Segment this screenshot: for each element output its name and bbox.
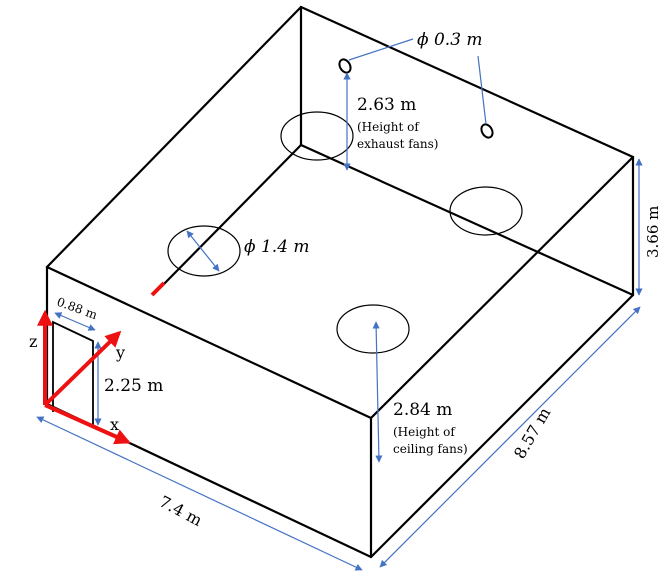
edge-top-front [45,265,373,420]
exhaust-height-note: (Height of [357,120,420,134]
door-width-arrow [54,312,96,331]
fan-diameter-arrow [186,230,220,272]
axis-z-label: z [29,332,37,351]
ceiling-height-label: 2.84 m [393,400,452,420]
exhaust-height-note: exhaust fans) [357,137,438,151]
exhaust-diameter-label: ϕ 0.3 m [417,30,483,50]
ceiling-height-note: ceiling fans) [393,442,468,456]
room-box [45,5,635,559]
fan-diameter-label: ϕ 1.4 m [244,237,310,257]
ceiling-fan [336,304,410,354]
edge-hidden-bottom-left [158,143,303,290]
axis-x-label: x [110,415,119,434]
door-width-label: 0.88 m [55,295,100,323]
ceiling-fan [167,225,241,277]
axis-y-dashed [150,281,166,297]
room-width-label: 7.4 m [156,492,205,530]
ceiling-fans [167,111,523,354]
exhaust-fan [480,123,494,139]
door-height-label: 2.25 m [104,376,163,396]
dimension-lines [36,38,643,571]
edge-top-left [45,5,303,269]
axis-x [44,403,131,445]
labels: ϕ 0.3 m 2.63 m (Height of exhaust fans) … [29,30,662,530]
axis-y [43,330,122,407]
exhaust-fan [338,58,352,74]
exhaust-diameter-leader [477,55,487,125]
room-depth-arrow [379,306,641,568]
door [52,320,94,425]
edge-top-back [299,5,635,159]
exhaust-fans [338,58,494,139]
ceiling-fan [449,186,523,236]
exhaust-height-label: 2.63 m [357,95,416,115]
room-width-arrow [36,416,363,571]
door-outline [52,320,94,425]
coordinate-axes [37,281,166,445]
ceiling-fan [280,111,354,161]
ceiling-height-note: (Height of [393,425,456,439]
edge-hidden-bottom-right [299,143,635,297]
exhaust-diameter-leader [348,38,414,61]
room-height-label: 3.66 m [644,206,662,258]
ceiling-height-arrow [372,321,383,463]
axis-y-label: y [115,343,125,362]
edge-top-right [369,155,635,420]
